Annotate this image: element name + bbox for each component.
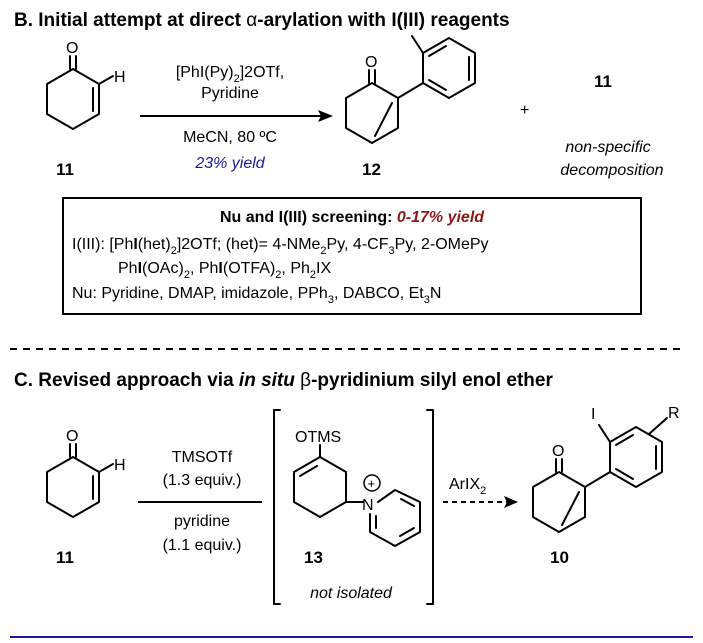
hydrogen-atom: H	[114, 457, 126, 474]
compound-11-c-structure: O H	[46, 428, 126, 518]
reagent-line-1: [PhI(Py)2]2OTf,	[176, 64, 284, 85]
screening-box	[62, 197, 642, 315]
solvent-conditions: MeCN, 80 ºC	[183, 129, 277, 146]
positive-charge: +	[368, 476, 376, 491]
yield-text: 23% yield	[194, 155, 265, 172]
oxygen-atom: O	[552, 443, 564, 460]
left-bracket	[273, 409, 281, 605]
side-text-1: non-specific	[565, 139, 650, 156]
condition-2: (1.3 equiv.)	[163, 472, 242, 489]
screening-line-2: PhI(OAc)2, PhI(OTFA)2, Ph2IX	[118, 260, 331, 281]
iodine-atom: I	[591, 406, 595, 423]
reagent-line-2: Pyridine	[201, 85, 259, 102]
side-product-label: 11	[594, 72, 612, 91]
oxygen-atom: O	[66, 40, 78, 57]
hydrogen-atom: H	[114, 69, 126, 86]
condition-3: pyridine	[174, 513, 230, 530]
dashed-arrow	[443, 496, 518, 508]
section-c-title: C. Revised approach via in situ β-pyridi…	[14, 370, 553, 391]
r-group: R	[668, 405, 680, 422]
screening-line-1: I(III): [PhI(het)2]2OTf; (het)= 4-NMe2Py…	[72, 236, 489, 257]
compound-12-label: 12	[362, 160, 381, 179]
intermediate-13-label: 13	[304, 548, 323, 567]
oxygen-atom: O	[66, 428, 78, 445]
not-isolated-text: not isolated	[310, 585, 393, 602]
compound-12-structure: O I	[345, 16, 476, 144]
iodine-atom: I	[403, 16, 407, 33]
compound-10-label: 10	[550, 548, 569, 567]
compound-11-c-label: 11	[56, 548, 74, 567]
compound-11-label: 11	[56, 160, 74, 179]
side-text-2: decomposition	[560, 162, 663, 179]
condition-4: (1.1 equiv.)	[163, 537, 242, 554]
plus-sign: +	[520, 102, 529, 119]
intermediate-13-structure: OTMS N +	[293, 429, 421, 547]
arix-reagent: ArIX2	[449, 476, 486, 497]
right-bracket	[426, 409, 434, 605]
reaction-arrow-b	[140, 110, 333, 122]
compound-10-structure: O I R	[532, 405, 680, 533]
oxygen-atom: O	[365, 54, 377, 71]
otms-group: OTMS	[295, 429, 341, 446]
screening-line-3: Nu: Pyridine, DMAP, imidazole, PPh3, DAB…	[72, 285, 441, 306]
compound-11-structure: O H	[46, 40, 126, 130]
screening-title: Nu and I(III) screening: 0-17% yield	[220, 209, 485, 226]
nitrogen-atom: N	[362, 497, 374, 514]
section-b-title: B. Initial attempt at direct α-arylation…	[14, 10, 510, 31]
condition-1: TMSOTf	[172, 449, 233, 466]
